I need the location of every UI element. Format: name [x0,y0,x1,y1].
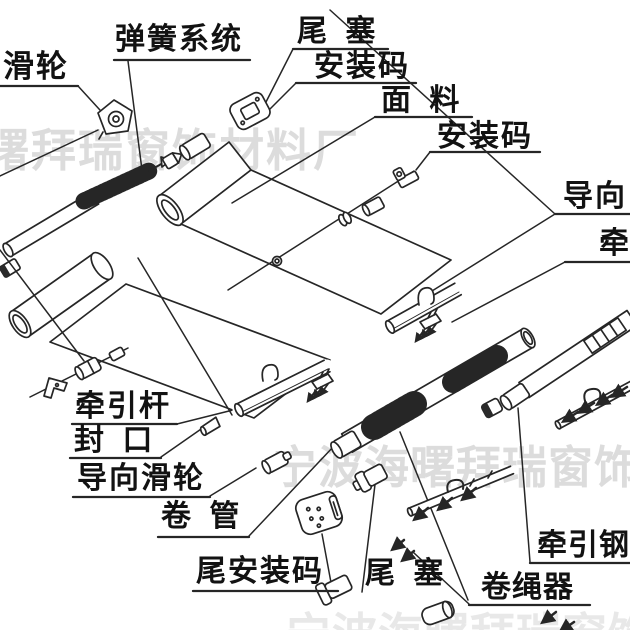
seal-clip-part [198,417,220,436]
fabric-panel-2 [50,284,330,418]
tail-mounting-bracket-part [293,489,344,536]
hook-cluster-small [390,536,417,563]
guide-pulley-cylinder [260,448,293,474]
rail-2-hanger-clip [262,365,278,381]
rail-1-hanger-clip [418,288,434,305]
roller-tube-left [5,249,117,341]
pull-rod-rail-2 [233,360,330,417]
small-ring [273,257,282,266]
ring-pair [337,211,353,227]
hook-cluster-corner [540,609,574,630]
cord-winder-loop-clamp [447,480,463,492]
tail-plug-top-part [228,90,273,132]
fabric-panel-1 [181,170,451,314]
tail-plug-bottom-part [350,462,389,496]
spacer-cylinder [361,196,385,216]
spring-coil [84,157,171,201]
winder-rail-upper [554,382,630,430]
pull-wire-tube [498,311,630,412]
bottom-flanged-plug [315,572,354,606]
spring-tube [0,192,99,278]
pull-rod-rail-1 [384,283,461,334]
label-underlines [0,49,630,605]
ringed-cap [481,398,503,419]
tube-spring-coil-1 [374,404,414,427]
tube-end-fitting [0,258,21,278]
tube-end-cap [329,430,362,460]
tube-spring-coil-2 [453,356,497,382]
guide-pulley-part [98,100,132,139]
idler-end-cylinder [178,132,212,161]
rail-1-pin-bracket [414,309,441,344]
roller-tube-bottom [329,326,538,460]
notched-cylinder [73,357,102,381]
mounting-bracket-part [393,162,420,188]
leader-lines [0,10,565,604]
cord-winder-rail [407,466,514,522]
rail-2-pin-bracket [306,369,333,404]
angle-bracket-part [44,378,67,398]
watermark-top: 曙拜瑞窗饰材料厂 [0,114,360,179]
wire-tube-cap [498,383,530,412]
bottom-cylinder [420,600,456,627]
spring-end-plug [162,149,184,169]
tube-stub [109,347,126,362]
